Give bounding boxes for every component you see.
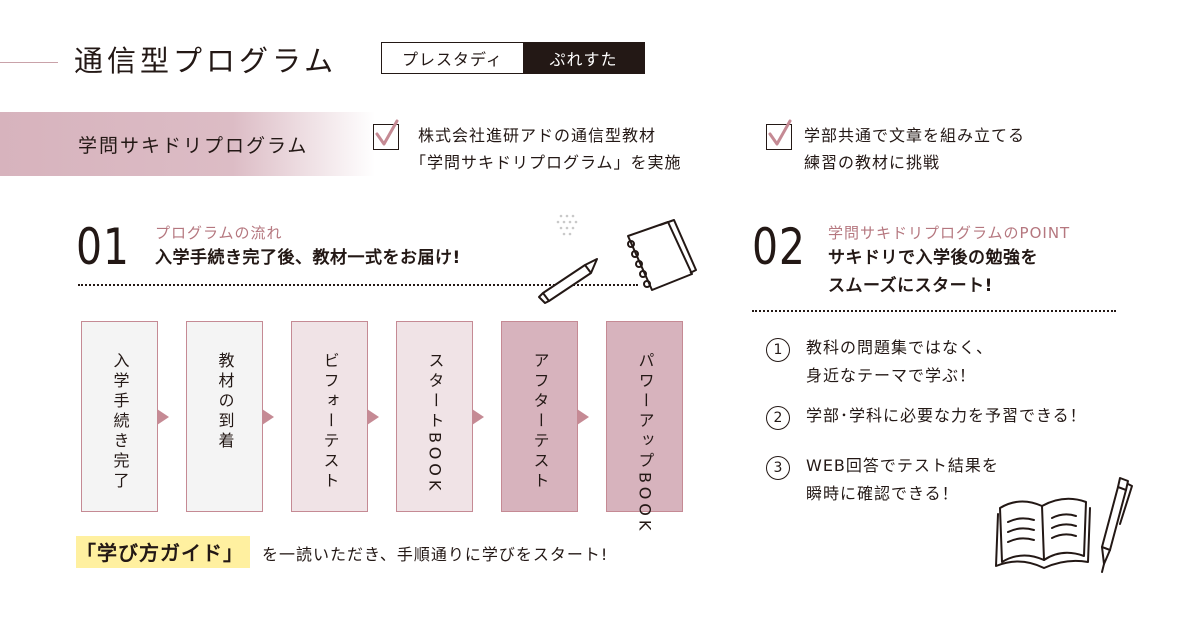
flow-step-5: アフターテスト — [501, 321, 578, 512]
check-icon — [373, 119, 399, 150]
point-2-marker: 2 — [766, 406, 790, 430]
flow-arrow-icon — [367, 409, 379, 425]
check-icon — [766, 119, 792, 150]
flow-arrow-icon — [577, 409, 589, 425]
section-2-heading: サキドリで入学後の勉強を スムーズにスタート! — [828, 244, 1038, 300]
title-rule — [0, 62, 58, 63]
point-3-line1: WEB回答でテスト結果を — [806, 456, 999, 475]
feature-2-line1: 学部共通で文章を組み立てる — [804, 126, 1026, 145]
feature-2: 学部共通で文章を組み立てる 練習の教材に挑戦 — [804, 122, 1025, 176]
program-band — [0, 112, 375, 176]
feature-1-line1: 株式会社進研アドの通信型教材 — [418, 126, 657, 145]
guide-highlight: 「学び方ガイド」 — [76, 541, 244, 565]
page-title: 通信型プログラム — [74, 44, 338, 78]
flow-step-6: パワーアップBOOK — [606, 321, 683, 535]
section-1-heading: 入学手続き完了後、教材一式をお届け! — [155, 248, 461, 268]
section-2-heading-line1: サキドリで入学後の勉強を — [828, 248, 1038, 268]
feature-1-line2: 「学問サキドリプログラム」を実施 — [410, 153, 682, 172]
flow-step-5-label: アフターテスト — [530, 352, 550, 492]
flow-arrow-icon — [262, 409, 274, 425]
point-3-line2: 瞬時に確認できる！ — [806, 484, 959, 503]
point-3: WEB回答でテスト結果を 瞬時に確認できる！ — [806, 452, 999, 508]
point-2: 学部･学科に必要な力を予習できる！ — [806, 402, 1087, 430]
flow-step-4-label: スタートBOOK — [425, 352, 445, 495]
flow-arrow-icon — [472, 409, 484, 425]
feature-2-line2: 練習の教材に挑戦 — [804, 153, 941, 172]
point-3-marker: 3 — [766, 456, 790, 480]
point-1: 教科の問題集ではなく、 身近なテーマで学ぶ！ — [806, 334, 993, 390]
flow-step-1: 入学手続き完了 — [81, 321, 158, 512]
flow-step-2-label: 教材の到着 — [215, 352, 235, 452]
point-1-line1: 教科の問題集ではなく、 — [806, 338, 994, 357]
point-1-marker: 1 — [766, 338, 790, 362]
section-1-number: 01 — [76, 218, 130, 276]
guide-highlight-bg — [76, 536, 250, 568]
point-1-line2: 身近なテーマで学ぶ！ — [806, 366, 977, 385]
point-2-line1: 学部･学科に必要な力を予習できる！ — [806, 406, 1087, 425]
flow-step-1-label: 入学手続き完了 — [110, 352, 130, 492]
feature-1: 株式会社進研アドの通信型教材 「学問サキドリプログラム」を実施 — [410, 122, 682, 176]
pencil-icon — [538, 258, 598, 304]
flow-step-6-label: パワーアップBOOK — [635, 352, 655, 535]
section-1-subtitle: プログラムの流れ — [155, 224, 283, 242]
tag-prestudy: プレスタディ — [402, 50, 503, 69]
notebook-icon — [556, 214, 697, 291]
program-label: 学問サキドリプログラム — [78, 135, 309, 157]
flow-step-2: 教材の到着 — [186, 321, 263, 512]
flow-step-4: スタートBOOK — [396, 321, 473, 512]
pen-icon — [1101, 477, 1133, 573]
program-tag: プレスタディ ぷれすた — [381, 42, 645, 74]
section-1-divider — [78, 284, 638, 286]
flow-arrow-icon — [157, 409, 169, 425]
open-book-icon — [995, 497, 1091, 569]
section-2-divider — [752, 310, 1116, 312]
flow-step-3: ビフォーテスト — [291, 321, 368, 512]
section-2-heading-line2: スムーズにスタート! — [828, 276, 993, 296]
flow-step-3-label: ビフォーテスト — [320, 352, 340, 492]
tag-puresuta: ぷれすた — [523, 43, 644, 73]
guide-text: を一読いただき、手順通りに学びをスタート! — [262, 545, 609, 564]
section-2-number: 02 — [752, 218, 806, 276]
section-2-subtitle: 学問サキドリプログラムのPOINT — [828, 224, 1071, 242]
